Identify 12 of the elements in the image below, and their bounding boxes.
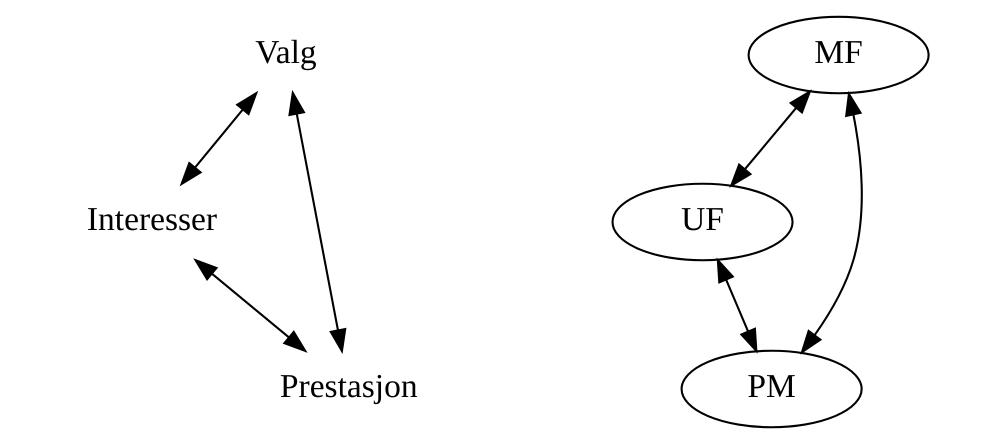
arrow: [193, 258, 308, 353]
arrow: [180, 90, 258, 186]
node-text: Prestasjon: [280, 368, 418, 405]
node-ellipse: UF: [611, 182, 794, 262]
node-ellipse: MF: [748, 16, 930, 94]
arrow: [288, 90, 346, 354]
node-text: Interesser: [86, 200, 218, 238]
node-text: Valg: [255, 34, 317, 71]
arrow: [716, 257, 758, 354]
arrow: [800, 90, 863, 355]
node-ellipse: PM: [680, 350, 863, 428]
arrow: [729, 89, 812, 188]
